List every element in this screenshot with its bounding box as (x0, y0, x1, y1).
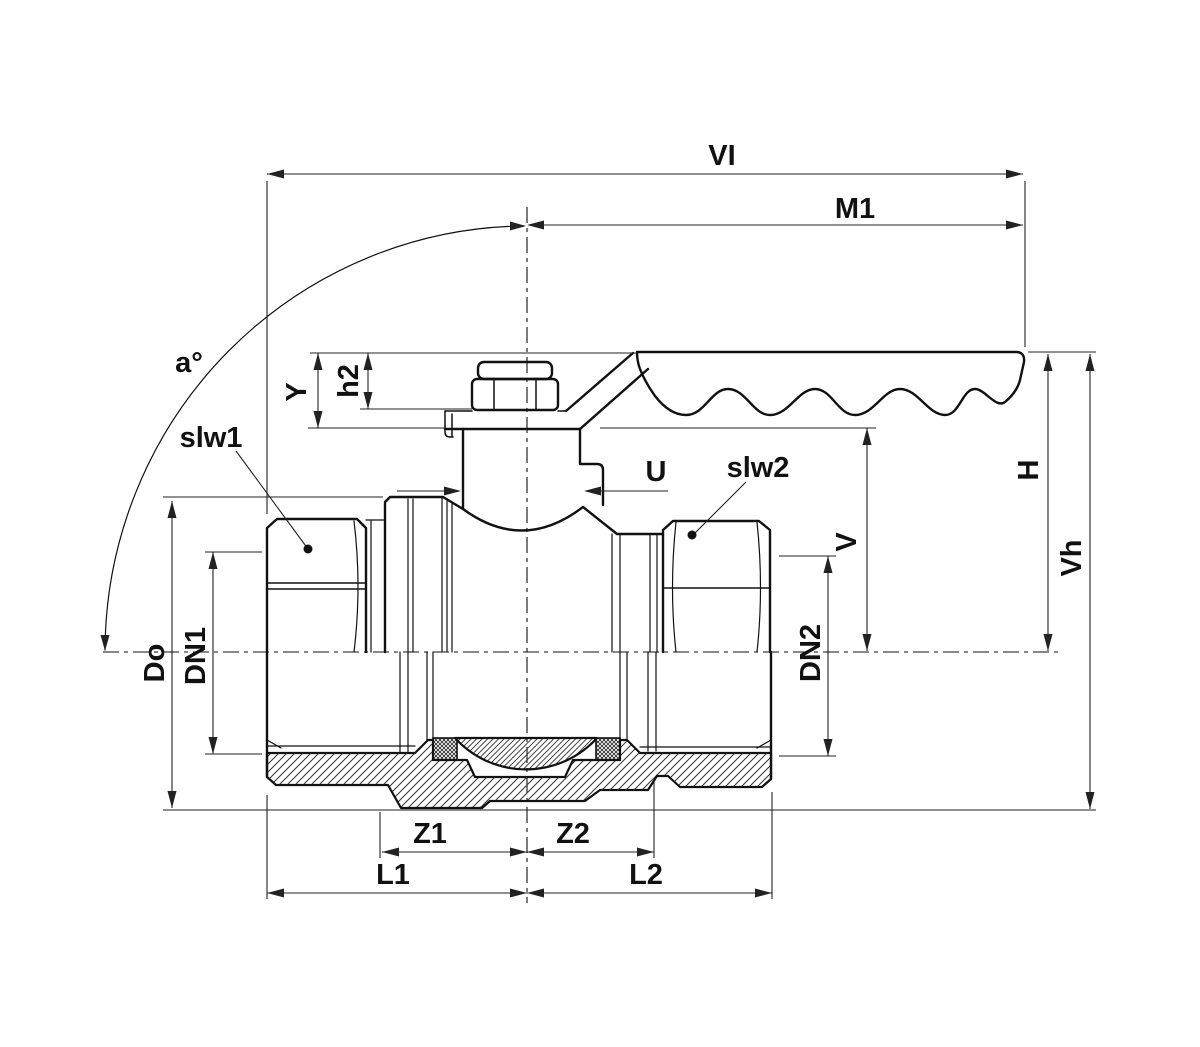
dim-y: Y (281, 352, 637, 429)
ball-section-hatched (453, 736, 599, 771)
handle-assembly (444, 350, 1026, 438)
dim-v: V (600, 427, 876, 651)
slw1-leader-dot (303, 544, 313, 554)
body-center-block (383, 495, 465, 654)
slw2-leader-dot (687, 530, 697, 540)
dim-dn1: DN1 (180, 551, 262, 755)
label-vh: Vh (1056, 539, 1088, 576)
label-do: Do (139, 644, 171, 683)
left-hex-corner-curve (353, 520, 359, 653)
dim-h: H (1013, 351, 1096, 651)
label-h: H (1013, 460, 1045, 481)
label-y: Y (281, 382, 313, 401)
label-slw1: slw1 (180, 422, 243, 454)
dim-do: Do (139, 496, 1096, 811)
label-l2: L2 (629, 859, 663, 891)
right-thread-chamfer (756, 739, 772, 749)
left-thread-chamfer (266, 739, 282, 749)
label-dn1: DN1 (180, 627, 212, 685)
label-h2: h2 (333, 364, 365, 398)
dim-vh: Vh (1056, 354, 1095, 809)
label-u: U (646, 456, 667, 488)
right-hex-corner-curve-left (671, 521, 677, 653)
dim-angle-arc: a° (100, 221, 526, 651)
label-l1: L1 (376, 859, 410, 891)
valve-section-lower-half (265, 650, 773, 810)
dim-dn2: DN2 (779, 555, 836, 757)
label-m1: M1 (835, 193, 875, 225)
dim-vi: VI (266, 140, 1026, 514)
dim-m1: M1 (527, 193, 1023, 230)
bonnet-and-flare (461, 427, 665, 536)
dim-l1-l2: L1 L2 (266, 792, 773, 899)
stem-hex-nut (470, 377, 560, 412)
label-angle: a° (175, 347, 203, 379)
stem-cap-washer (476, 360, 554, 381)
bracket-bent-tab (444, 410, 454, 438)
dim-h2: h2 (333, 353, 472, 410)
dim-u: U (397, 456, 668, 496)
right-ring-lines (611, 533, 658, 653)
handle-arm-lower-edge (578, 367, 650, 431)
dim-z1-z2: Z1 Z2 (379, 779, 655, 858)
handle-arm-upper-edge (564, 351, 635, 413)
callout-slw1: slw1 (180, 422, 313, 554)
seat-right-section (595, 737, 621, 761)
label-z2: Z2 (556, 818, 590, 850)
callout-slw2: slw2 (687, 452, 790, 540)
body-ring-lines (407, 497, 453, 653)
label-slw2: slw2 (727, 452, 790, 484)
label-v: V (831, 532, 863, 552)
label-vi: VI (708, 140, 735, 172)
left-hex-cap (265, 517, 368, 654)
handle-grip (635, 350, 1026, 417)
right-hex-corner-curve-right (756, 521, 762, 653)
dimensions: VI M1 a° Y h2 (100, 140, 1096, 899)
label-z1: Z1 (413, 818, 447, 850)
bonnet-right-step (578, 427, 605, 507)
label-dn2: DN2 (795, 624, 827, 682)
right-hex-cap (661, 519, 772, 654)
section-joint-lines (399, 651, 657, 754)
seat-left-section (432, 737, 458, 761)
valve-body-upper-half (265, 427, 772, 654)
